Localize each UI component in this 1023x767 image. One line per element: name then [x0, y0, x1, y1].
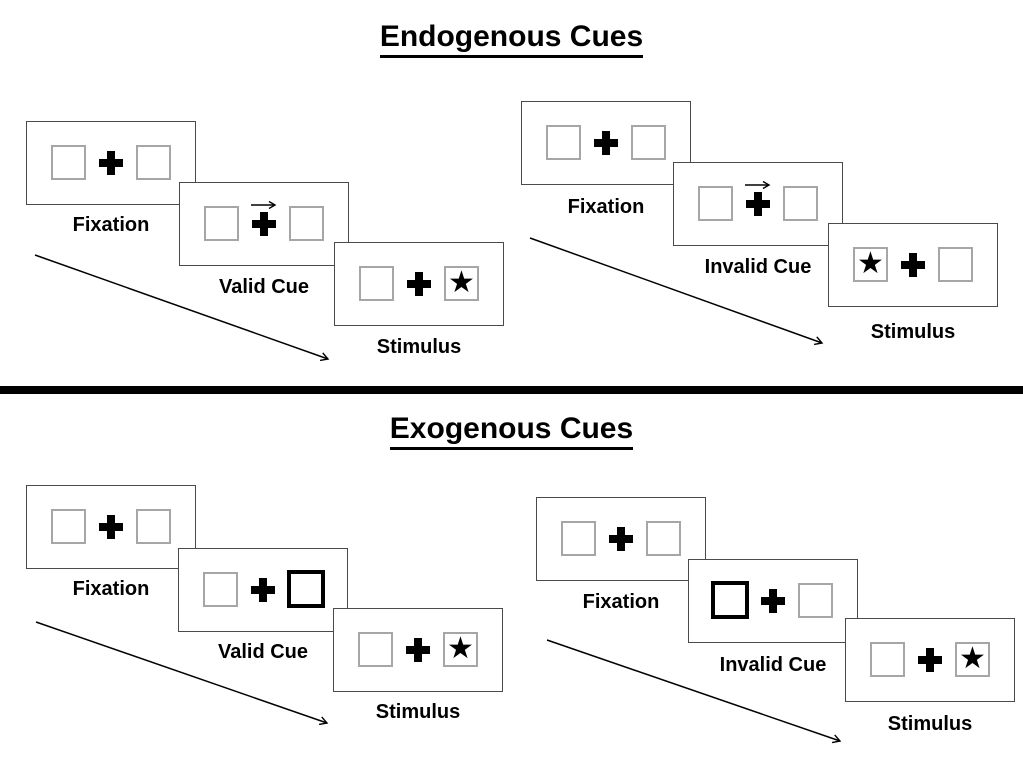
- timeline-arrow-endogenous-valid: [34, 254, 330, 362]
- right-square: [938, 247, 973, 282]
- highlighted-cue-square: [287, 570, 325, 608]
- panel-valid-cue: [179, 182, 349, 266]
- panel-valid-cue: [178, 548, 348, 632]
- panel-invalid-cue: [688, 559, 858, 643]
- panel-stimulus: ★: [828, 223, 998, 307]
- fixation-cross-icon: [761, 589, 785, 613]
- left-square: [561, 521, 596, 556]
- panel-label: Stimulus: [870, 321, 956, 343]
- left-square: [204, 206, 239, 241]
- panel-label: Stimulus: [887, 713, 973, 735]
- right-square: [631, 125, 666, 160]
- left-square: [359, 266, 394, 301]
- fixation-cross-icon: [99, 515, 123, 539]
- panel-fixation: [536, 497, 706, 581]
- timeline-arrow-exogenous-valid: [35, 621, 329, 726]
- exogenous-section-title: Exogenous Cues: [0, 412, 1023, 450]
- fixation-cross-icon: [746, 192, 770, 216]
- left-square: ★: [853, 247, 888, 282]
- right-square: [136, 145, 171, 180]
- fixation-cross-icon: [99, 151, 123, 175]
- star-icon: ★: [448, 264, 475, 300]
- left-square: [51, 145, 86, 180]
- endogenous-section-title: Endogenous Cues: [0, 20, 1023, 58]
- section-divider: [0, 386, 1023, 394]
- fixation-cross-icon: [407, 272, 431, 296]
- right-square: [798, 583, 833, 618]
- fixation-cross-icon: [406, 638, 430, 662]
- right-square: [646, 521, 681, 556]
- fixation-cross-icon: [901, 253, 925, 277]
- right-square: ★: [444, 266, 479, 301]
- left-square: [546, 125, 581, 160]
- right-square: [783, 186, 818, 221]
- panel-stimulus: ★: [333, 608, 503, 692]
- left-square: [203, 572, 238, 607]
- panel-fixation: [521, 101, 691, 185]
- left-square: [870, 642, 905, 677]
- cue-arrow-right-icon: [745, 180, 771, 190]
- exogenous-title-text: Exogenous Cues: [389, 412, 634, 450]
- panel-label: Fixation: [72, 578, 150, 600]
- panel-label: Fixation: [72, 214, 150, 236]
- panel-label: Invalid Cue: [704, 256, 812, 278]
- panel-label: Invalid Cue: [719, 654, 827, 676]
- cue-arrow-right-icon: [251, 200, 277, 210]
- panel-stimulus: ★: [334, 242, 504, 326]
- fixation-cross-icon: [251, 578, 275, 602]
- star-icon: ★: [959, 640, 986, 676]
- fixation-cross-icon: [252, 212, 276, 236]
- star-icon: ★: [447, 630, 474, 666]
- right-square: ★: [955, 642, 990, 677]
- timeline-arrow-endogenous-invalid: [529, 237, 824, 346]
- right-square: [289, 206, 324, 241]
- highlighted-cue-square: [711, 581, 749, 619]
- fixation-cross-icon: [918, 648, 942, 672]
- panel-stimulus: ★: [845, 618, 1015, 702]
- right-square: [136, 509, 171, 544]
- left-square: [51, 509, 86, 544]
- panel-label: Fixation: [582, 591, 660, 613]
- right-square: ★: [443, 632, 478, 667]
- endogenous-title-text: Endogenous Cues: [379, 20, 644, 58]
- star-icon: ★: [857, 245, 884, 281]
- panel-invalid-cue: [673, 162, 843, 246]
- panel-label: Valid Cue: [218, 276, 310, 298]
- panel-fixation: [26, 485, 196, 569]
- panel-fixation: [26, 121, 196, 205]
- left-square: [698, 186, 733, 221]
- panel-label: Stimulus: [375, 701, 461, 723]
- left-square: [358, 632, 393, 667]
- panel-label: Fixation: [567, 196, 645, 218]
- panel-label: Stimulus: [376, 336, 462, 358]
- fixation-cross-icon: [609, 527, 633, 551]
- panel-label: Valid Cue: [217, 641, 309, 663]
- fixation-cross-icon: [594, 131, 618, 155]
